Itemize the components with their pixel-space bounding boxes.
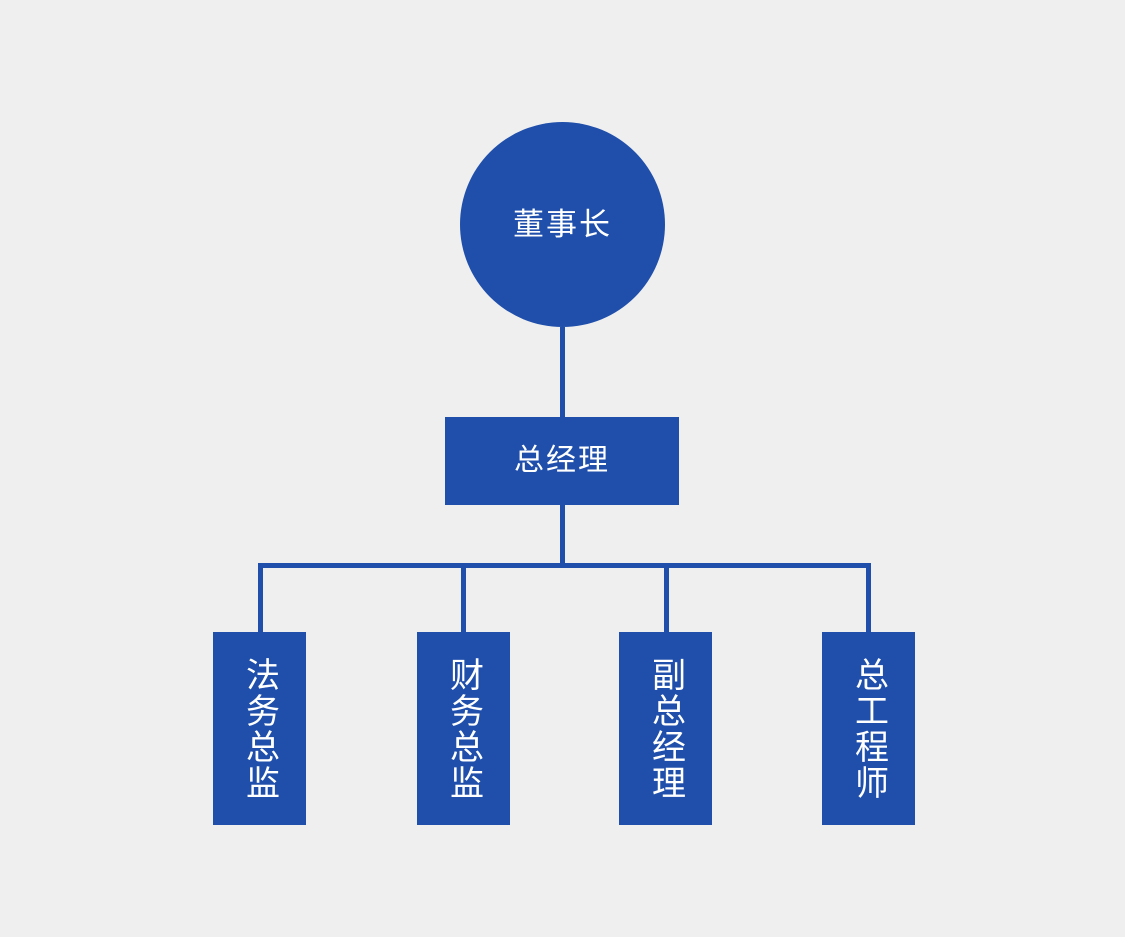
connector-bus-to-leaf-2 <box>461 563 466 635</box>
org-node-general-manager[interactable]: 总经理 <box>445 417 679 505</box>
org-node-chairman[interactable]: 董事长 <box>460 122 665 327</box>
org-node-general-manager-label: 总经理 <box>514 444 610 477</box>
org-node-deputy-general-manager-label: 副总经理 <box>646 656 685 801</box>
org-node-finance-director-label: 财务总监 <box>444 656 483 801</box>
org-node-chief-engineer-label: 总工程师 <box>849 656 888 801</box>
org-node-legal-director-label: 法务总监 <box>240 656 279 801</box>
connector-bus-to-leaf-4 <box>866 563 871 635</box>
connector-bus-to-leaf-3 <box>664 563 669 635</box>
connector-level2-to-bus <box>560 503 565 566</box>
org-node-legal-director[interactable]: 法务总监 <box>213 632 306 825</box>
org-node-chairman-label: 董事长 <box>513 207 612 242</box>
org-node-finance-director[interactable]: 财务总监 <box>417 632 510 825</box>
org-node-chief-engineer[interactable]: 总工程师 <box>822 632 915 825</box>
connector-bus-to-leaf-1 <box>258 563 263 635</box>
org-node-deputy-general-manager[interactable]: 副总经理 <box>619 632 712 825</box>
connector-horizontal-bus <box>258 563 871 568</box>
connector-root-to-level2 <box>560 327 565 419</box>
